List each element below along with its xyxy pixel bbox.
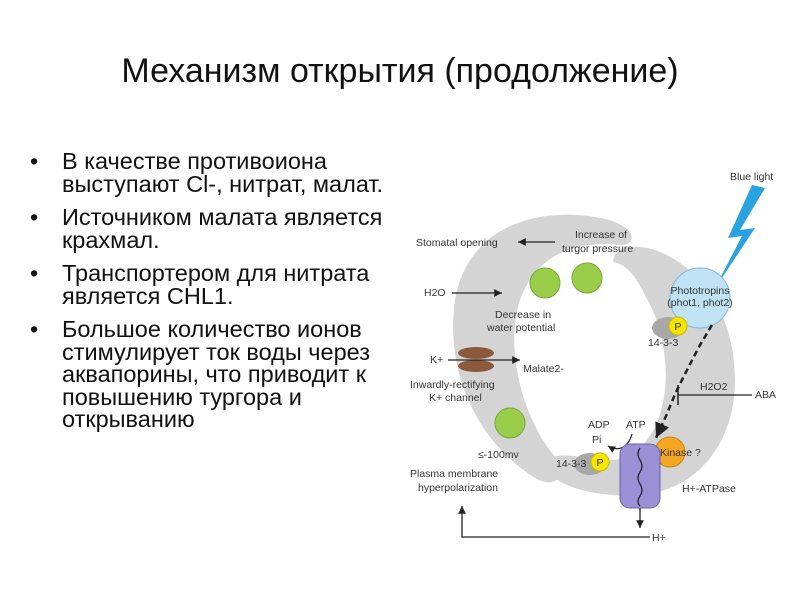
- bullet-item: Транспортером для нитрата является CHL1.: [26, 261, 396, 307]
- guard-cell-diagram: Blue light Phototropins (phot1, phot2) P…: [410, 171, 776, 544]
- water-potential-label: water potential: [486, 322, 555, 334]
- bullet-item: Источником малата является крахмал.: [26, 205, 396, 251]
- stomatal-pore: [527, 262, 660, 456]
- h-atpase-channel: [637, 447, 643, 507]
- hyperpolarization-label: hyperpolarization: [418, 482, 498, 494]
- bullet-item: Большое количество ионов стимулирует ток…: [26, 317, 396, 430]
- chloroplast: [571, 262, 603, 294]
- bullet-list: В качестве противоиона выступают Cl-, ни…: [26, 149, 396, 442]
- pi-label: Pi: [592, 434, 601, 446]
- phototropin-receptor: [669, 267, 731, 329]
- phototropins-label: (phot1, phot2): [667, 297, 732, 309]
- blue-light-label: Blue light: [730, 171, 773, 183]
- stomatal-opening-label: Stomatal opening: [416, 237, 498, 249]
- aba-label: ABA: [755, 389, 776, 401]
- water-potential-label: Decrease in: [495, 309, 551, 321]
- kinase-label: Kinase ?: [660, 447, 701, 459]
- adp-label: ADP: [588, 419, 610, 431]
- slide-title: Механизм открытия (продолжение): [121, 52, 679, 90]
- hyperpolarization-label: Plasma membrane: [410, 468, 498, 480]
- h-atpase-pump: [619, 443, 661, 509]
- signal-chain-arrow: [654, 324, 714, 439]
- k-plus-label: K+: [430, 354, 443, 366]
- feedback-loop-line: [458, 505, 650, 538]
- blue-light-bolt-icon: [714, 185, 765, 290]
- membrane-potential-label: ≤-100mv: [478, 449, 520, 461]
- malate-label: Malate2-: [523, 363, 564, 375]
- phosphate-label: P: [674, 321, 681, 333]
- chloroplast: [494, 407, 526, 439]
- k-channel-label: Inwardly-rectifying: [410, 379, 495, 391]
- phosphate-marker: [668, 316, 688, 336]
- bullet-item: В качестве противоиона выступают Cl-, ни…: [26, 149, 396, 195]
- protein-14-3-3-label: 14-3-3: [556, 458, 587, 470]
- h2o2-label: H2O2: [700, 381, 728, 393]
- chloroplast: [529, 267, 561, 299]
- phosphate-label: P: [596, 457, 603, 469]
- atp-label: ATP: [626, 419, 646, 431]
- h-plus-label: H+: [652, 532, 666, 544]
- phosphate-marker: [590, 452, 610, 472]
- k-channel-icon: [458, 360, 494, 372]
- phototropins-label: Phototropins: [671, 285, 730, 297]
- turgor-label: turgor pressure: [562, 243, 633, 255]
- protein-14-3-3-label: 14-3-3: [648, 337, 679, 349]
- k-channel-label: K+ channel: [429, 392, 482, 404]
- h2o-label: H2O: [424, 287, 446, 299]
- atpase-label: H+-ATPase: [682, 483, 736, 495]
- k-channel-icon: [458, 347, 494, 359]
- turgor-label: Increase of: [575, 229, 627, 241]
